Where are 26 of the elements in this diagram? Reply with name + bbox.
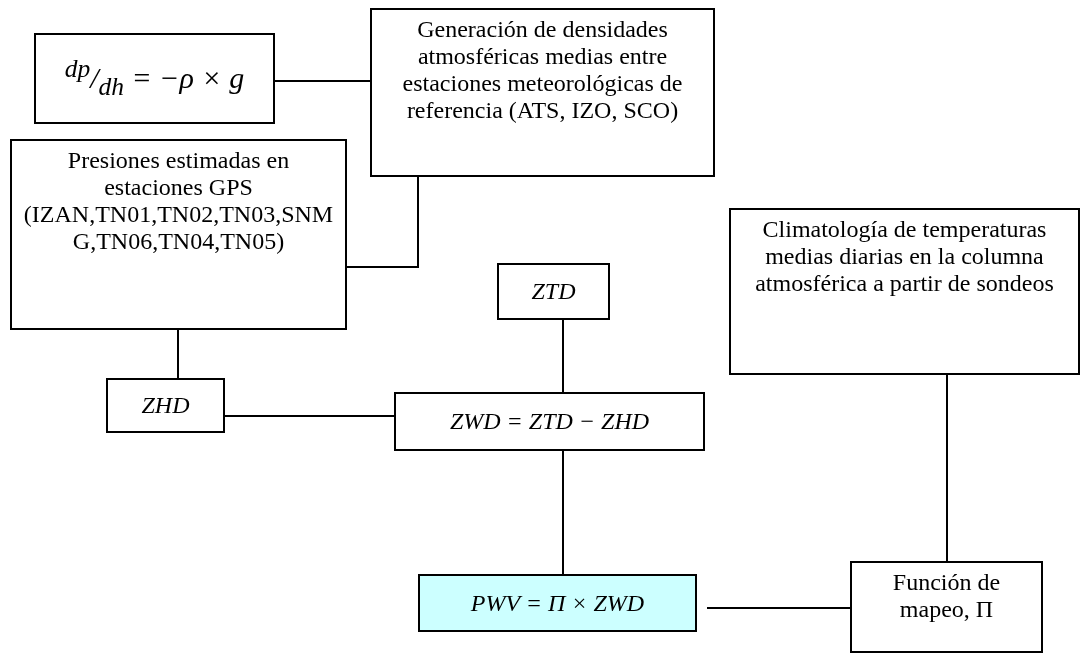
formula-text: ZTD xyxy=(531,278,576,305)
formula-box xyxy=(497,263,610,320)
connector-line xyxy=(346,176,419,268)
process-box xyxy=(850,561,1043,653)
connector-line xyxy=(562,319,564,393)
formula-text: $^{dp}$/$_{dh}$ = −ρ × g xyxy=(64,55,245,102)
box-text: Generación de densidades atmosféricas medias entre estaciones meteorológicas de referencia (ATS, IZO, SCO) xyxy=(401,16,684,124)
formula-box xyxy=(106,378,225,433)
connector-line xyxy=(706,607,851,609)
formula-text: ZWD = ZTD − ZHD xyxy=(449,408,650,435)
connector-line xyxy=(562,450,564,575)
formula-box xyxy=(34,33,275,124)
formula-box xyxy=(418,574,697,632)
process-box xyxy=(10,139,347,330)
connector-line xyxy=(177,329,179,379)
connector-line xyxy=(274,80,371,82)
connector-line xyxy=(946,374,948,562)
formula-text: PWV = Π × ZWD xyxy=(470,589,645,617)
process-box xyxy=(370,8,715,177)
box-text: Función de mapeo, Π xyxy=(891,569,1002,623)
formula-text: ZHD xyxy=(141,392,190,419)
box-text: Climatología de temperaturas medias diarias en la columna atmosférica a partir de sondeos xyxy=(754,216,1055,297)
formula-box xyxy=(394,392,705,451)
connector-line xyxy=(224,415,395,417)
process-box xyxy=(729,208,1080,375)
box-text: Presiones estimadas en estaciones GPS (IZAN,TN01,TN02,TN03,SNMG,TN06,TN04,TN05) xyxy=(22,147,335,255)
